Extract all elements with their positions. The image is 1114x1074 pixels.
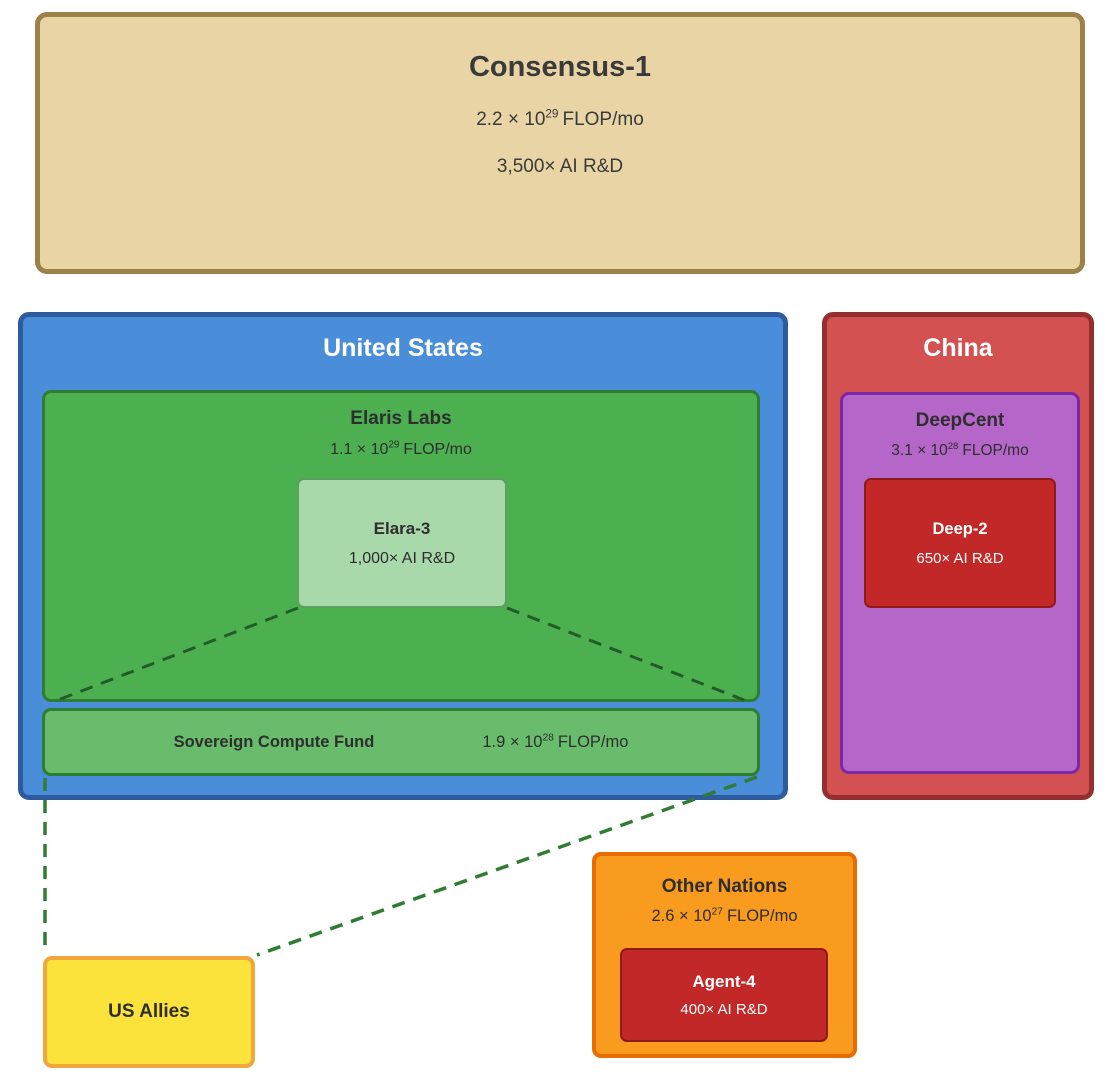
- us-allies-box: US Allies: [43, 956, 255, 1068]
- flop-exponent: 28: [542, 732, 554, 743]
- agent-4-title: Agent-4: [692, 972, 756, 991]
- flop-exponent: 29: [545, 107, 559, 121]
- flop-exponent: 27: [711, 906, 723, 918]
- flop-base: 3.1 × 10: [891, 442, 948, 459]
- flop-exponent: 28: [947, 440, 959, 452]
- other-nations-title: Other Nations: [661, 876, 788, 897]
- deep-2-box: Deep-2 650× AI R&D: [864, 478, 1056, 608]
- elaris-labs-title: Elaris Labs: [350, 408, 452, 429]
- consensus-1-rd: 3,500× AI R&D: [496, 156, 624, 177]
- flop-base: 1.1 × 10: [330, 441, 389, 458]
- flop-base: 2.2 × 10: [476, 109, 546, 130]
- us-allies-title: US Allies: [108, 1001, 190, 1022]
- agent-4-box: Agent-4 400× AI R&D: [620, 948, 828, 1042]
- elara-3-rd: 1,000× AI R&D: [348, 549, 456, 567]
- flop-unit: FLOP/mo: [962, 442, 1029, 459]
- flop-unit: FLOP/mo: [726, 907, 798, 925]
- elara-3-box: Elara-3 1,000× AI R&D: [297, 478, 507, 608]
- agent-4-rd: 400× AI R&D: [680, 1001, 768, 1018]
- flop-exponent: 29: [388, 439, 400, 451]
- deep-2-rd: 650× AI R&D: [916, 549, 1004, 567]
- flop-unit: FLOP/mo: [557, 732, 629, 751]
- flop-unit: FLOP/mo: [562, 109, 644, 130]
- united-states-title: United States: [323, 334, 483, 362]
- flop-unit: FLOP/mo: [403, 441, 472, 458]
- sovereign-compute-fund-title: Sovereign Compute Fund: [173, 732, 375, 751]
- flop-base: 1.9 × 10: [482, 732, 543, 751]
- consensus-1-title: Consensus-1: [468, 51, 652, 83]
- flop-base: 2.6 × 10: [651, 907, 712, 925]
- elara-3-title: Elara-3: [373, 518, 431, 538]
- deepcent-title: DeepCent: [915, 410, 1005, 431]
- china-title: China: [923, 334, 993, 362]
- deep-2-title: Deep-2: [932, 519, 988, 538]
